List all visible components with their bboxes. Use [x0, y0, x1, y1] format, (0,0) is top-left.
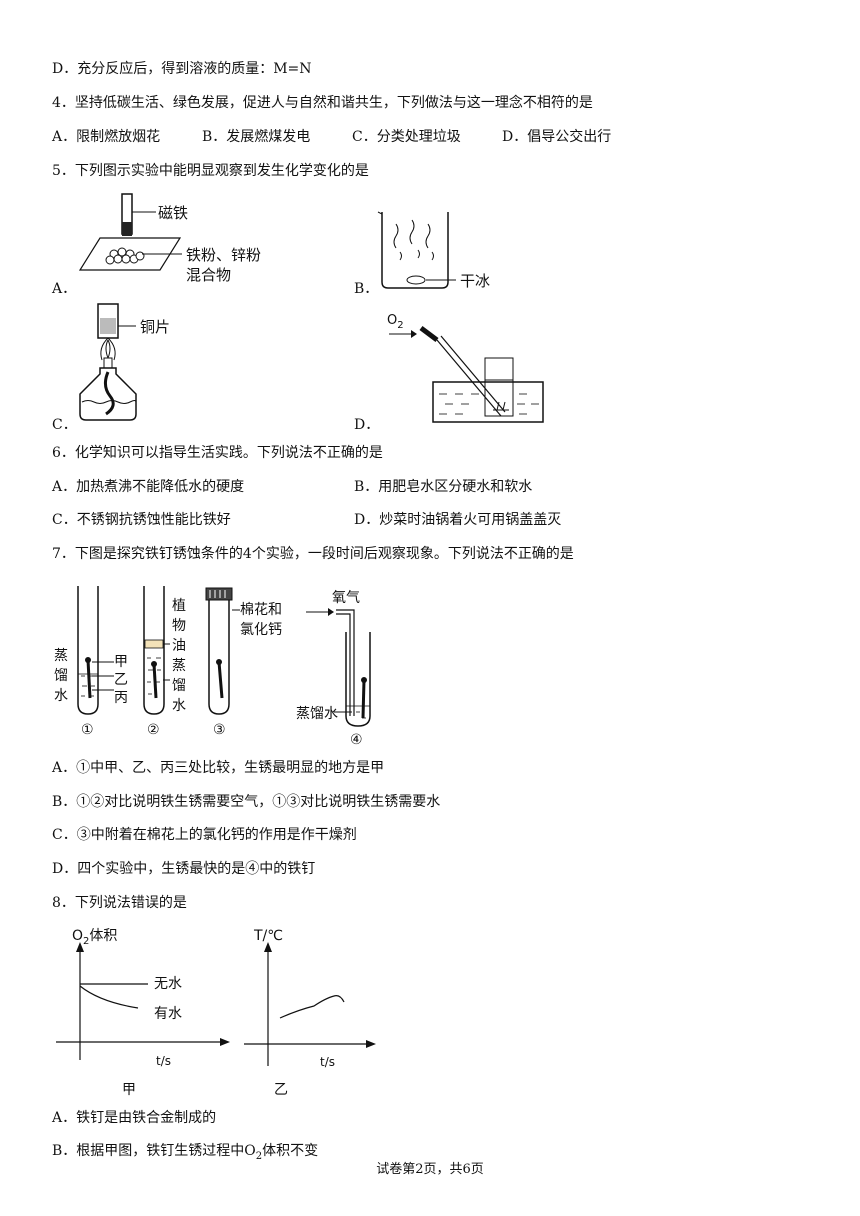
graph-yi-xlabel: t/s	[320, 1055, 335, 1069]
label-veg-3: 油	[172, 638, 186, 654]
q7-figure: 蒸 馏 水 甲 乙 丙 ① 植 物 油 蒸 馏 水 ② 棉花和 氯化钙 ③ 氧气…	[54, 586, 371, 748]
label-tube-3: ③	[213, 722, 226, 738]
q5-label-c: C．	[52, 417, 77, 433]
q4-option-a: A．限制燃放烟花	[52, 129, 161, 145]
q5-stem: 5．下列图示实验中能明显观察到发生化学变化的是	[52, 163, 369, 179]
label-veg-2: 物	[172, 618, 186, 634]
label-dry-ice: 干冰	[460, 272, 490, 290]
label-yi: 乙	[114, 672, 128, 688]
label-water-2: 馏	[54, 668, 68, 684]
q7-option-a: A．①中甲、乙、丙三处比较，生锈最明显的地方是甲	[52, 760, 385, 776]
graph-yi-caption: 乙	[274, 1082, 288, 1098]
page-footer: 试卷第2页，共6页	[376, 1162, 484, 1177]
label-bing: 丙	[114, 690, 128, 706]
label-oxygen: 氧气	[332, 590, 360, 606]
q7-option-b: B．①②对比说明铁生锈需要空气，①③对比说明铁生锈需要水	[52, 794, 441, 810]
label-copper: 铜片	[140, 318, 170, 336]
q6-option-d: D．炒菜时油锅着火可用锅盖盖灭	[354, 512, 562, 528]
q3-option-d: D．充分反应后，得到溶液的质量：M=N	[52, 61, 312, 77]
label-mixture: 混合物	[186, 266, 231, 284]
q8-option-b: B．根据甲图，铁钉生锈过程中O2体积不变	[52, 1143, 319, 1162]
q7-stem: 7．下图是探究铁钉锈蚀条件的4个实验，一段时间后观察现象。下列说法不正确的是	[52, 546, 574, 562]
graph-jia-line-water: 有水	[154, 1006, 182, 1022]
label-distilled-water: 蒸馏水	[296, 706, 338, 722]
graph-jia-xlabel: t/s	[156, 1054, 171, 1068]
q5-label-b: B．	[354, 281, 379, 297]
label-dw-1: 蒸	[172, 658, 186, 674]
q6-option-c: C．不锈钢抗锈蚀性能比铁好	[52, 512, 231, 528]
q5-figure-b: 干冰	[377, 211, 490, 290]
q8-option-a: A．铁钉是由铁合金制成的	[52, 1110, 217, 1126]
label-tube-4: ④	[350, 732, 363, 748]
q7-option-d: D．四个实验中，生锈最快的是④中的铁钉	[52, 861, 316, 877]
graph-jia-caption: 甲	[122, 1082, 136, 1098]
q6-option-a: A．加热煮沸不能降低水的硬度	[52, 479, 245, 495]
q7-option-c: C．③中附着在棉花上的氯化钙的作用是作干燥剂	[52, 827, 357, 843]
label-tube-2: ②	[147, 722, 160, 738]
q4-option-c: C．分类处理垃圾	[352, 129, 461, 145]
label-jia: 甲	[114, 654, 128, 670]
label-dw-3: 水	[172, 698, 186, 714]
q6-stem: 6．化学知识可以指导生活实践。下列说法不正确的是	[52, 445, 383, 461]
q4-stem: 4．坚持低碳生活、绿色发展，促进人与自然和谐共生，下列做法与这一理念不相符的是	[52, 95, 593, 111]
graph-jia-line-no-water: 无水	[154, 976, 182, 992]
label-cotton: 棉花和	[240, 601, 282, 618]
q6-option-b: B．用肥皂水区分硬水和软水	[354, 479, 533, 495]
q8-graph-jia: O2体积 无水 有水 t/s 甲	[56, 928, 230, 1098]
label-cacl2: 氯化钙	[240, 622, 282, 638]
graph-yi-ylabel: T/℃	[253, 928, 283, 944]
q5-figure-c: 铜片	[79, 303, 170, 421]
label-iron-zinc: 铁粉、锌粉	[186, 246, 261, 264]
q4-option-b: B．发展燃煤发电	[202, 129, 311, 145]
label-water-1: 蒸	[54, 648, 68, 664]
q5-label-a: A．	[52, 281, 77, 297]
label-dw-2: 馏	[172, 678, 186, 694]
label-veg-1: 植	[172, 598, 186, 614]
q4-option-d: D．倡导公交出行	[502, 129, 612, 145]
label-magnet: 磁铁	[158, 204, 188, 222]
label-tube-1: ①	[81, 722, 94, 738]
q5-figure-d: O2	[387, 313, 544, 423]
q5-figure-a: 磁铁 铁粉、锌粉 混合物	[78, 193, 261, 284]
label-water-3: 水	[54, 688, 68, 704]
q8-graph-yi: T/℃ t/s 乙	[244, 928, 376, 1098]
graph-jia-ylabel: O2体积	[72, 928, 117, 947]
q8-stem: 8．下列说法错误的是	[52, 895, 187, 911]
q5-label-d: D．	[354, 417, 380, 433]
label-o2: O2	[387, 313, 404, 331]
